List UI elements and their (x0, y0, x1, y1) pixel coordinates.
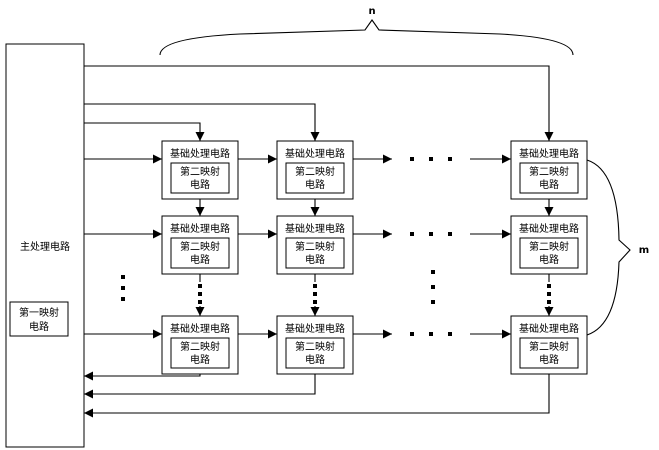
first-mapping-label-line1: 第一映射 (19, 306, 59, 319)
feed-arrow-coln (84, 65, 554, 141)
vertical-connections (195, 199, 554, 316)
second-mapping-label-line1: 第二映射 (180, 340, 220, 353)
second-mapping-label-line2: 电路 (305, 178, 325, 191)
basic-circuit-label: 基础处理电路 (285, 322, 345, 335)
second-mapping-label-line2: 电路 (305, 353, 325, 366)
basic-circuit-label: 基础处理电路 (285, 222, 345, 235)
second-mapping-label-line1: 第二映射 (529, 165, 569, 178)
first-mapping-label-line2: 电路 (29, 320, 49, 333)
second-mapping-label-line1: 第二映射 (295, 240, 335, 253)
n-label: n (368, 6, 375, 17)
horizontal-connections (238, 154, 511, 339)
basic-circuit-rm-c1: 基础处理电路 第二映射 电路 (161, 315, 239, 375)
vertical-ellipsis (121, 270, 551, 304)
right-brace (586, 159, 631, 336)
basic-circuit-r1-c2: 基础处理电路 第二映射 电路 (276, 140, 354, 200)
return-arrow-col2 (84, 374, 316, 399)
basic-circuit-rm-c2: 基础处理电路 第二映射 电路 (276, 315, 354, 375)
second-mapping-label-line2: 电路 (305, 253, 325, 266)
second-mapping-label-line2: 电路 (190, 178, 210, 191)
basic-circuit-label: 基础处理电路 (519, 222, 579, 235)
basic-circuit-label: 基础处理电路 (519, 147, 579, 160)
second-mapping-label-line2: 电路 (539, 353, 559, 366)
basic-circuit-label: 基础处理电路 (170, 147, 230, 160)
feed-arrow-col2 (84, 103, 320, 141)
second-mapping-label-line1: 第二映射 (180, 240, 220, 253)
m-label: m (639, 245, 649, 256)
return-lines (84, 371, 550, 418)
feed-lines (84, 65, 554, 141)
main-processing-circuit: 主处理电路 第一映射 电路 (5, 43, 85, 448)
basic-circuit-label: 基础处理电路 (519, 322, 579, 335)
horizontal-ellipsis (410, 157, 452, 336)
second-mapping-label-line2: 电路 (539, 178, 559, 191)
second-mapping-label-line1: 第二映射 (180, 165, 220, 178)
basic-circuit-r2-cn: 基础处理电路 第二映射 电路 (510, 215, 588, 275)
basic-circuit-r1-c1: 基础处理电路 第二映射 电路 (161, 140, 239, 200)
second-mapping-label-line1: 第二映射 (529, 240, 569, 253)
basic-circuit-r1-cn: 基础处理电路 第二映射 电路 (510, 140, 588, 200)
return-arrow-coln (84, 374, 550, 418)
second-mapping-label-line1: 第二映射 (295, 340, 335, 353)
return-arrow-col1 (84, 371, 201, 381)
basic-circuit-rm-cn: 基础处理电路 第二映射 电路 (510, 315, 588, 375)
main-circuit-label: 主处理电路 (20, 240, 70, 253)
basic-circuit-label: 基础处理电路 (285, 147, 345, 160)
top-brace (159, 19, 574, 56)
basic-circuit-r2-c2: 基础处理电路 第二映射 电路 (276, 215, 354, 275)
second-mapping-label-line2: 电路 (190, 253, 210, 266)
second-mapping-label-line1: 第二映射 (295, 165, 335, 178)
basic-circuit-r2-c1: 基础处理电路 第二映射 电路 (161, 215, 239, 275)
basic-circuit-label: 基础处理电路 (170, 322, 230, 335)
m-brace: m (586, 159, 649, 336)
second-mapping-label-line1: 第二映射 (529, 340, 569, 353)
row-input-lines (84, 154, 162, 339)
basic-circuit-label: 基础处理电路 (170, 222, 230, 235)
first-mapping-circuit: 第一映射 电路 (9, 301, 69, 337)
feed-arrow-col1 (84, 122, 205, 141)
second-mapping-label-line2: 电路 (190, 353, 210, 366)
second-mapping-label-line2: 电路 (539, 253, 559, 266)
n-brace: n (159, 6, 574, 56)
